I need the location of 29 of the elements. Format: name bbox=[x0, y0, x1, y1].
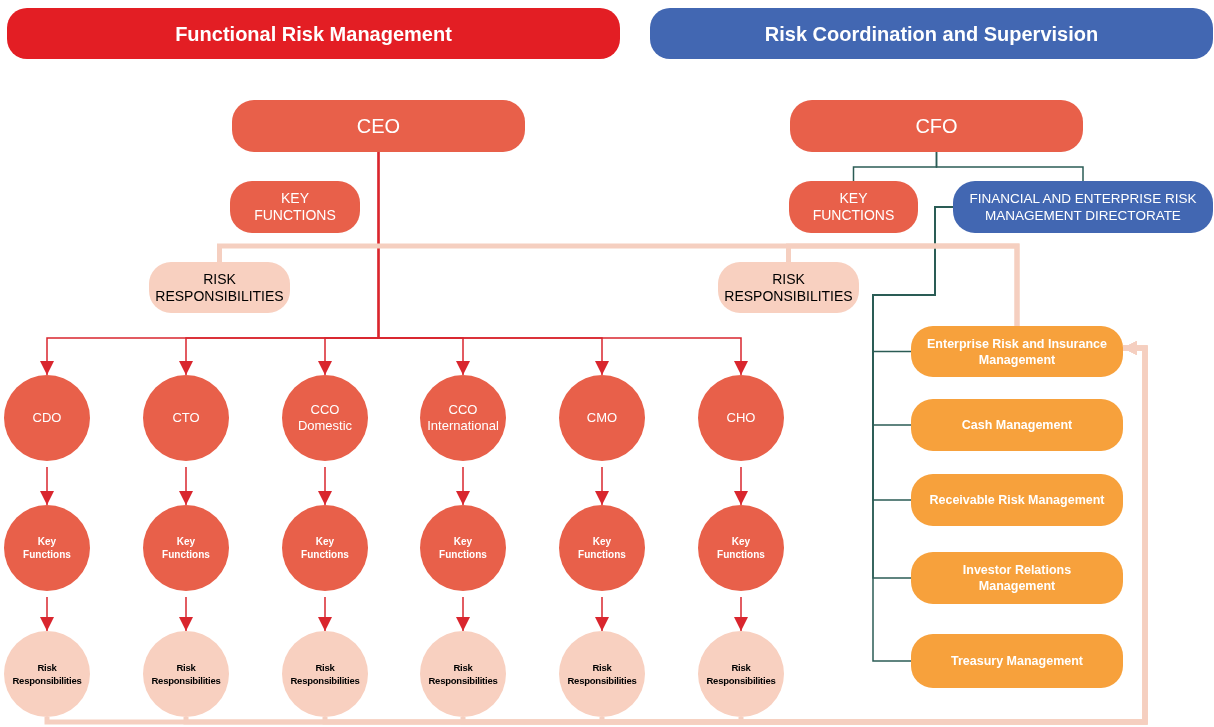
unit-box: Investor Relations Management bbox=[911, 552, 1123, 604]
functions-box: KEY FUNCTIONS bbox=[789, 181, 918, 233]
unit-box: Enterprise Risk and Insurance Management bbox=[911, 326, 1123, 377]
section-header: Risk Coordination and Supervision bbox=[650, 8, 1213, 59]
unit-box: Cash Management bbox=[911, 399, 1123, 451]
role-box: CEO bbox=[232, 100, 525, 152]
responsibilities-box: RISK RESPONSIBILITIES bbox=[149, 262, 290, 313]
connector-line bbox=[935, 151, 1084, 182]
arrow bbox=[595, 466, 609, 506]
arrow bbox=[734, 596, 748, 632]
functions-box: KEY FUNCTIONS bbox=[230, 181, 360, 233]
section-header: Functional Risk Management bbox=[7, 8, 620, 59]
arrow bbox=[377, 151, 748, 376]
arrow bbox=[179, 466, 193, 506]
unit-box: Receivable Risk Management bbox=[911, 474, 1123, 526]
arrow bbox=[318, 466, 332, 506]
arrow bbox=[179, 596, 193, 632]
arrow bbox=[595, 596, 609, 632]
role-box: CFO bbox=[790, 100, 1083, 152]
arrow bbox=[456, 596, 470, 632]
arrow bbox=[40, 466, 54, 506]
arrow bbox=[318, 596, 332, 632]
arrow bbox=[456, 466, 470, 506]
arrow bbox=[734, 466, 748, 506]
unit-box: Treasury Management bbox=[911, 634, 1123, 688]
connector-line bbox=[786, 243, 1020, 326]
arrow bbox=[40, 596, 54, 632]
directorate-box: FINANCIAL AND ENTERPRISE RISK MANAGEMENT DIRECTORATE bbox=[953, 181, 1213, 233]
responsibilities-box: RISK RESPONSIBILITIES bbox=[718, 262, 859, 313]
